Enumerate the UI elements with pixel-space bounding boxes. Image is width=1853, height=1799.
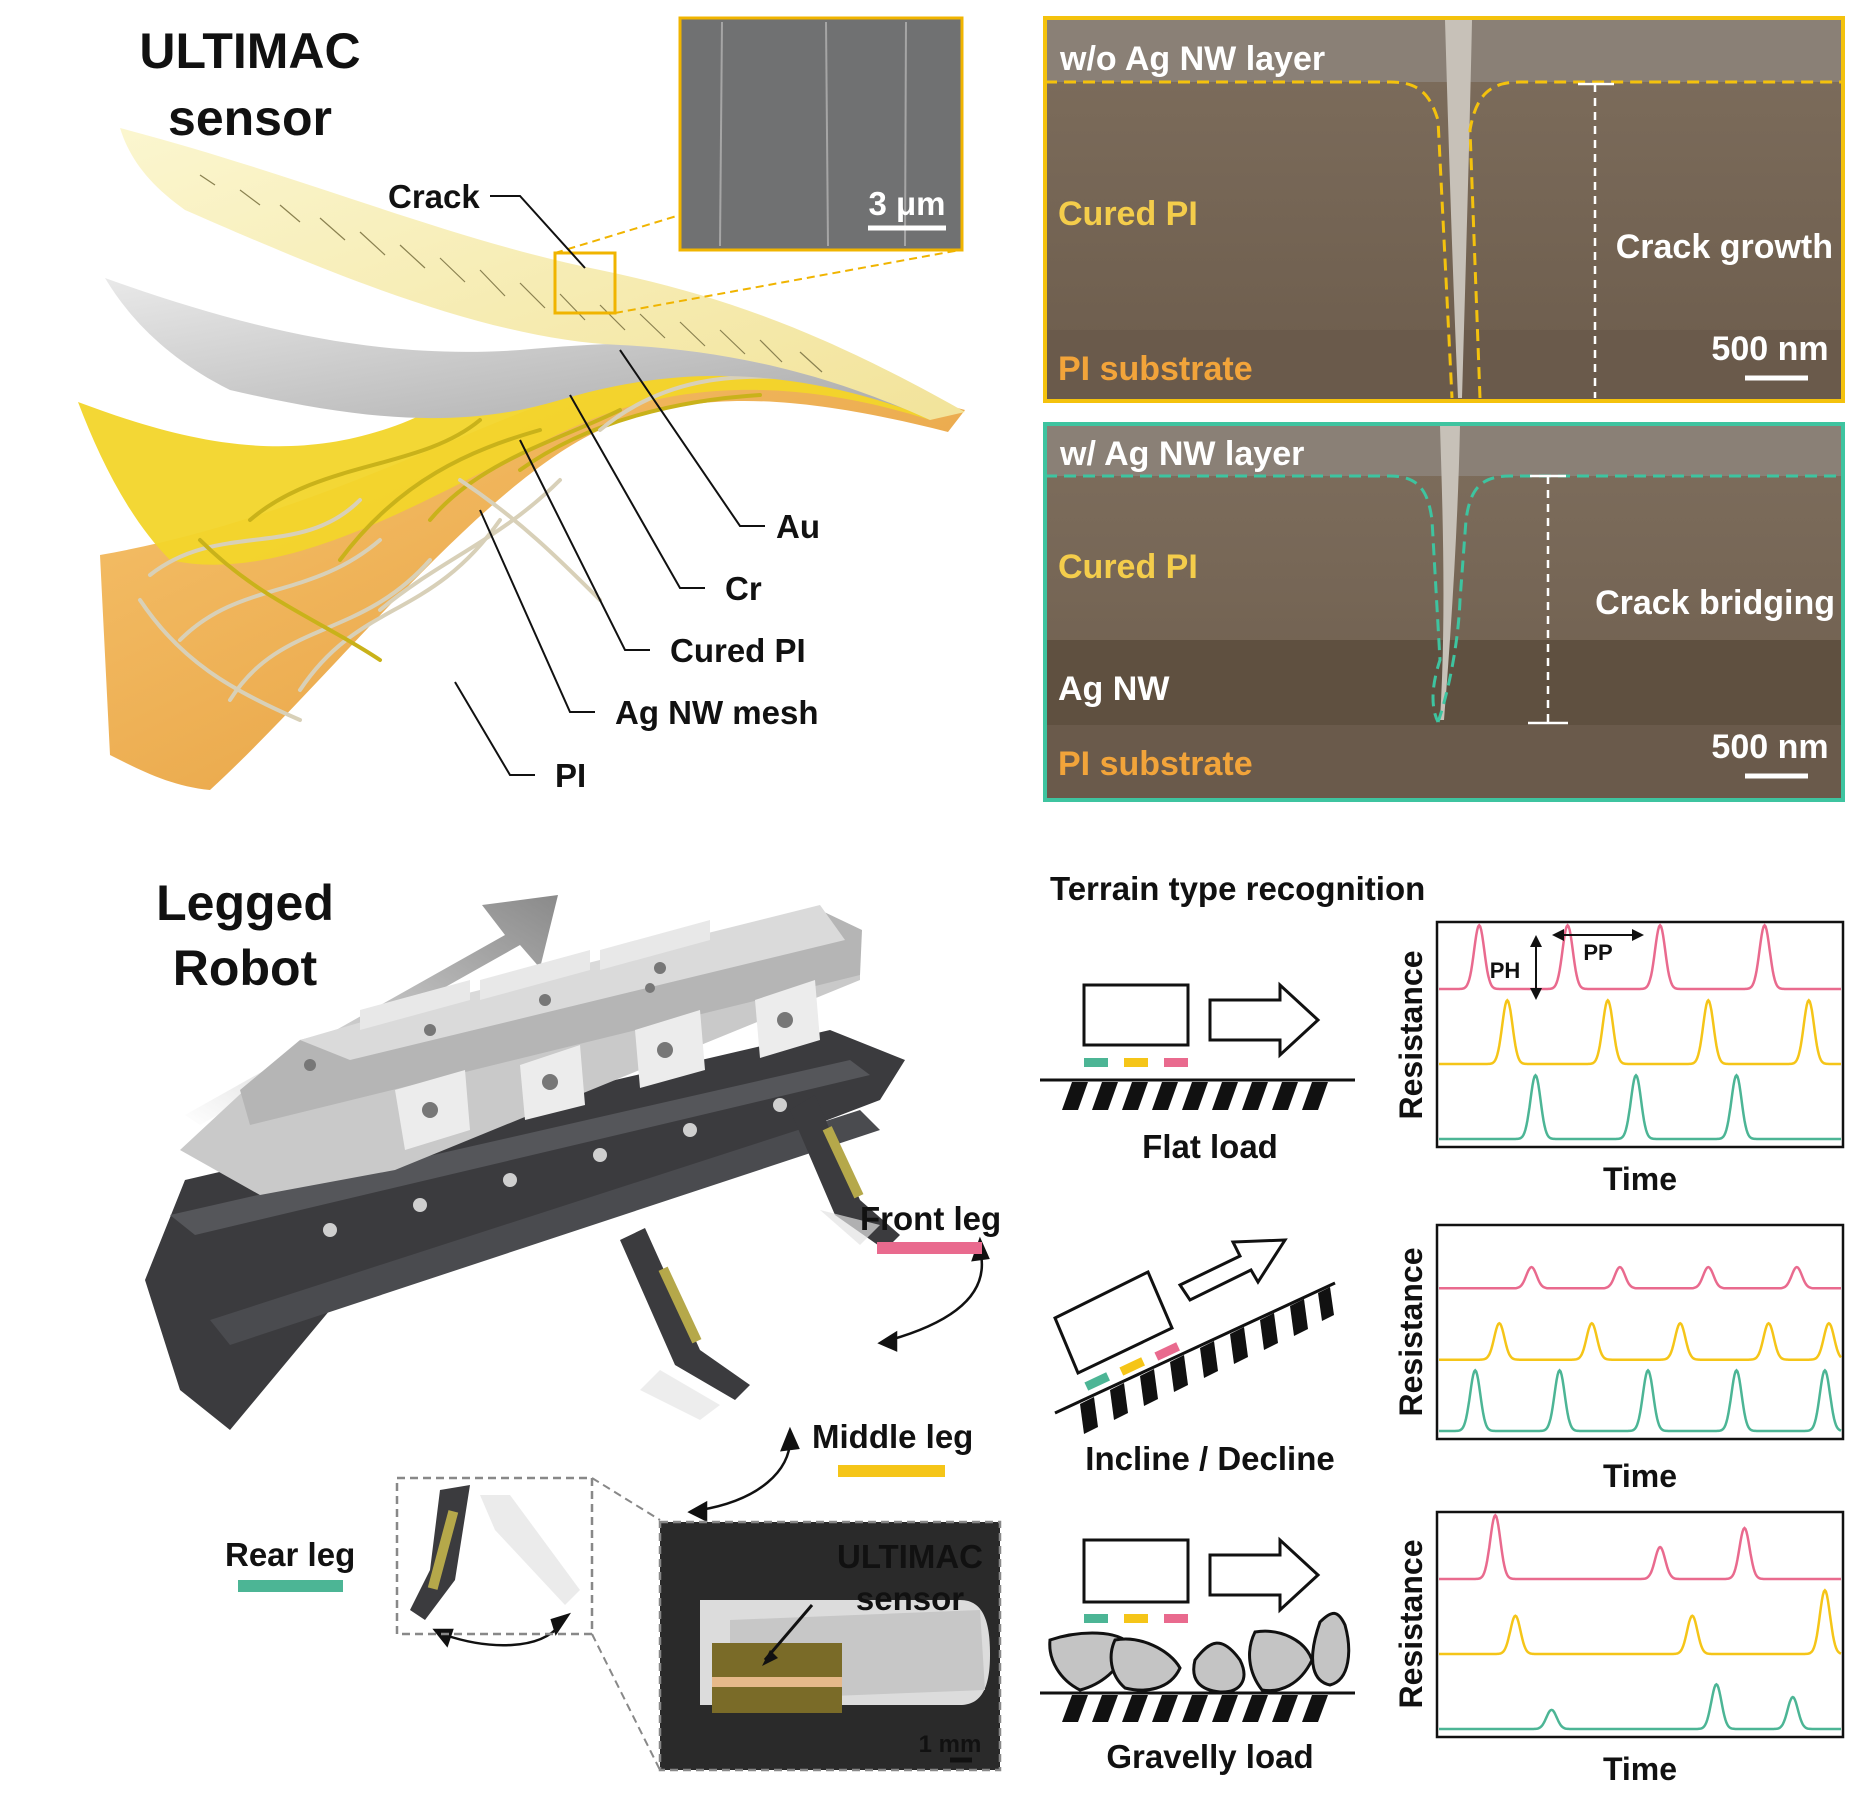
sem-b-header: w/ Ag NW layer <box>1059 435 1304 473</box>
trace-2-2 <box>1439 1682 1841 1731</box>
label-middle-leg: Middle leg <box>812 1418 973 1455</box>
front-leg-color-bar <box>877 1242 982 1254</box>
terrain-label-flat: Flat load <box>1142 1128 1278 1165</box>
chart-flat-xlabel: Time <box>1603 1161 1677 1197</box>
trace-1-0 <box>1439 1265 1841 1290</box>
boundary-dashed <box>1045 80 1454 399</box>
sem-inset-crack: 3 μm <box>678 16 964 252</box>
panel-b-sem-with: w/ Ag NW layer Cured PI Ag NW PI substra… <box>1043 422 1845 802</box>
chart-incline: Resistance Time <box>1393 1223 1845 1494</box>
terrain-label-gravel: Gravelly load <box>1106 1738 1313 1775</box>
chart-incline-xlabel: Time <box>1603 1458 1677 1494</box>
middle-leg-color-bar <box>838 1465 945 1477</box>
sem-b-annotation: Crack bridging <box>1595 584 1835 622</box>
label-front-leg: Front leg <box>860 1200 1001 1237</box>
cr-layer <box>105 278 960 419</box>
label-au: Au <box>776 508 820 545</box>
panel-c-title-line2: Robot <box>173 940 318 996</box>
label-rear-leg: Rear leg <box>225 1536 355 1573</box>
chart-incline-ylabel: Resistance <box>1393 1248 1429 1417</box>
au-layer <box>120 128 965 420</box>
label-cr: Cr <box>725 570 762 607</box>
panel-d-title: Terrain type recognition <box>1050 870 1425 907</box>
chart-flat: Resistance Time PH PP <box>1393 920 1845 1197</box>
gravel-stones <box>1048 1611 1351 1694</box>
panel-d-terrain: Terrain type recognition Flat load <box>1040 870 1845 1787</box>
cured-pi-layer <box>78 347 960 565</box>
sem-a-header: w/o Ag NW layer <box>1059 40 1325 78</box>
crack-lines <box>199 174 823 373</box>
panel-a-title-line1: ULTIMAC <box>139 23 360 79</box>
trace-1-1 <box>1439 1321 1842 1361</box>
label-crack: Crack <box>388 178 480 215</box>
chart-gravel-xlabel: Time <box>1603 1751 1677 1787</box>
ph-label: PH <box>1490 958 1521 983</box>
gravel-schematic: Gravelly load <box>1040 1536 1355 1775</box>
trace-0-1 <box>1439 998 1841 1066</box>
sensor-photo: ULTIMAC sensor 1 mm <box>658 1520 1002 1772</box>
label-cured-pi: Cured PI <box>670 632 806 669</box>
flat-load-schematic: Flat load <box>1040 981 1355 1165</box>
panel-a-layer-schematic: ULTIMAC sensor <box>78 16 965 794</box>
pi-substrate-layer <box>100 372 965 790</box>
trace-1-2 <box>1439 1368 1842 1433</box>
sem-a-cured-pi: Cured PI <box>1058 195 1198 233</box>
ground-hatch <box>1062 1082 1328 1110</box>
sem-a-annotation: Crack growth <box>1616 228 1833 266</box>
sem-a-substrate: PI substrate <box>1058 350 1253 388</box>
trace-2-0 <box>1439 1513 1841 1581</box>
sem-b-substrate: PI substrate <box>1058 745 1253 783</box>
middle-leg <box>620 1228 750 1420</box>
rear-leg-color-bar <box>238 1580 343 1592</box>
photo-label-line1: ULTIMAC <box>837 1538 983 1575</box>
photo-label-line2: sensor <box>856 1580 964 1617</box>
label-pi: PI <box>555 757 586 794</box>
inset-scale-label: 3 μm <box>868 185 945 222</box>
leg-motion-arcs <box>432 1236 990 1648</box>
panel-b-sem-without: w/o Ag NW layer Cured PI PI substrate Cr… <box>1043 16 1845 403</box>
rear-leg <box>410 1485 580 1620</box>
terrain-label-incline: Incline / Decline <box>1085 1440 1334 1477</box>
chart-gravel-ylabel: Resistance <box>1393 1540 1429 1709</box>
sem-b-cured-pi: Cured PI <box>1058 548 1198 586</box>
chart-gravel: Resistance Time <box>1393 1510 1845 1787</box>
label-ag-nw-mesh: Ag NW mesh <box>615 694 819 731</box>
panel-a-title-line2: sensor <box>168 90 332 146</box>
photo-scale-label: 1 mm <box>919 1731 982 1758</box>
incline-schematic: Incline / Decline <box>1053 1238 1336 1477</box>
robot-body <box>180 905 862 1195</box>
chart-flat-ylabel: Resistance <box>1393 951 1429 1120</box>
zoom-box <box>553 251 617 315</box>
robot-frame <box>145 1030 905 1430</box>
trace-0-2 <box>1439 1073 1841 1141</box>
front-leg <box>790 1095 900 1250</box>
panel-c-title-line1: Legged <box>156 875 334 931</box>
sem-a-scale-label: 500 nm <box>1711 330 1828 368</box>
sem-b-scale-label: 500 nm <box>1711 728 1828 766</box>
trace-2-1 <box>1439 1588 1842 1656</box>
sem-b-ag-nw: Ag NW <box>1058 670 1170 708</box>
pp-label: PP <box>1583 940 1612 965</box>
panel-c-legged-robot: Legged Robot <box>145 875 1002 1772</box>
trace-0-0 <box>1439 923 1841 991</box>
